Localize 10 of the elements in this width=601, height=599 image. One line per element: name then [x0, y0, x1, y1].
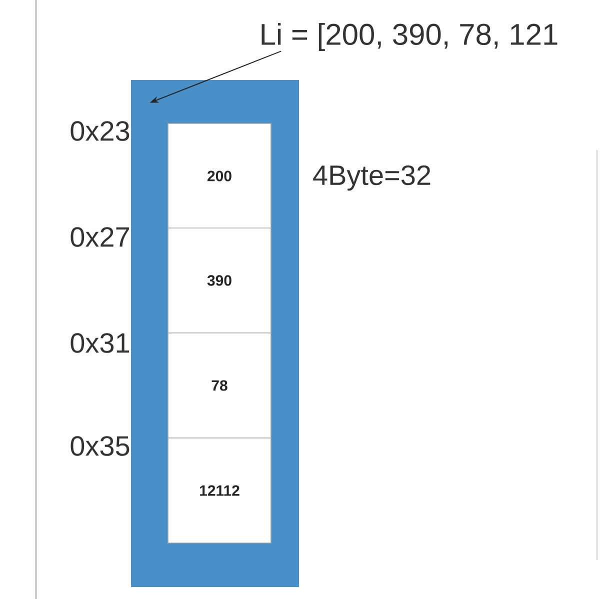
address-label: 0x35 — [70, 436, 130, 456]
memory-cell: 78 — [168, 332, 272, 438]
address-label: 4Byte=32 — [313, 165, 430, 191]
address-label: 0x27 — [70, 227, 129, 247]
memory-cell: 12112 — [168, 438, 272, 544]
memory-cell: 390 — [168, 228, 272, 334]
memory-cell: 200 — [168, 123, 272, 229]
list-text: Li = [200, 390, 78, 121 — [262, 23, 558, 51]
address-label: 0x23 — [70, 121, 130, 141]
address-label: 0x31 — [70, 333, 129, 353]
